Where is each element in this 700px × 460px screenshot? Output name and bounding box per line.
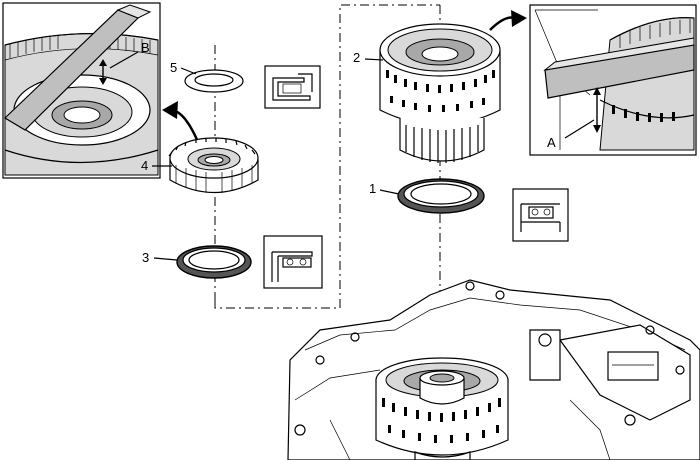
transmission-case: [287, 279, 700, 460]
callout-5: 5: [170, 60, 177, 75]
curved-arrow-icon: [162, 101, 200, 143]
detail-inset-a: A: [529, 4, 697, 156]
bearing-orientation-icon: [512, 188, 569, 242]
callout-2: 2: [353, 50, 360, 65]
callout-4: 4: [141, 158, 148, 173]
part-2-clutch-housing: 2: [353, 23, 501, 163]
detail-inset-b: B: [2, 2, 161, 179]
callout-1: 1: [369, 181, 376, 196]
callout-a: A: [547, 135, 556, 150]
bearing-orientation-icon: [263, 235, 323, 289]
bearing-orientation-icon: [264, 65, 321, 109]
part-3-thrust-bearing: 3: [142, 245, 252, 279]
part-4-sun-gear: 4: [141, 137, 259, 194]
part-1-thrust-bearing: 1: [369, 178, 485, 214]
double-arrow-icon: [593, 87, 601, 133]
callout-3: 3: [142, 250, 149, 265]
curved-arrow-icon: [489, 10, 527, 31]
callout-b: B: [141, 40, 150, 55]
double-arrow-icon: [99, 59, 107, 85]
part-5-thrust-washer: 5: [170, 60, 244, 93]
